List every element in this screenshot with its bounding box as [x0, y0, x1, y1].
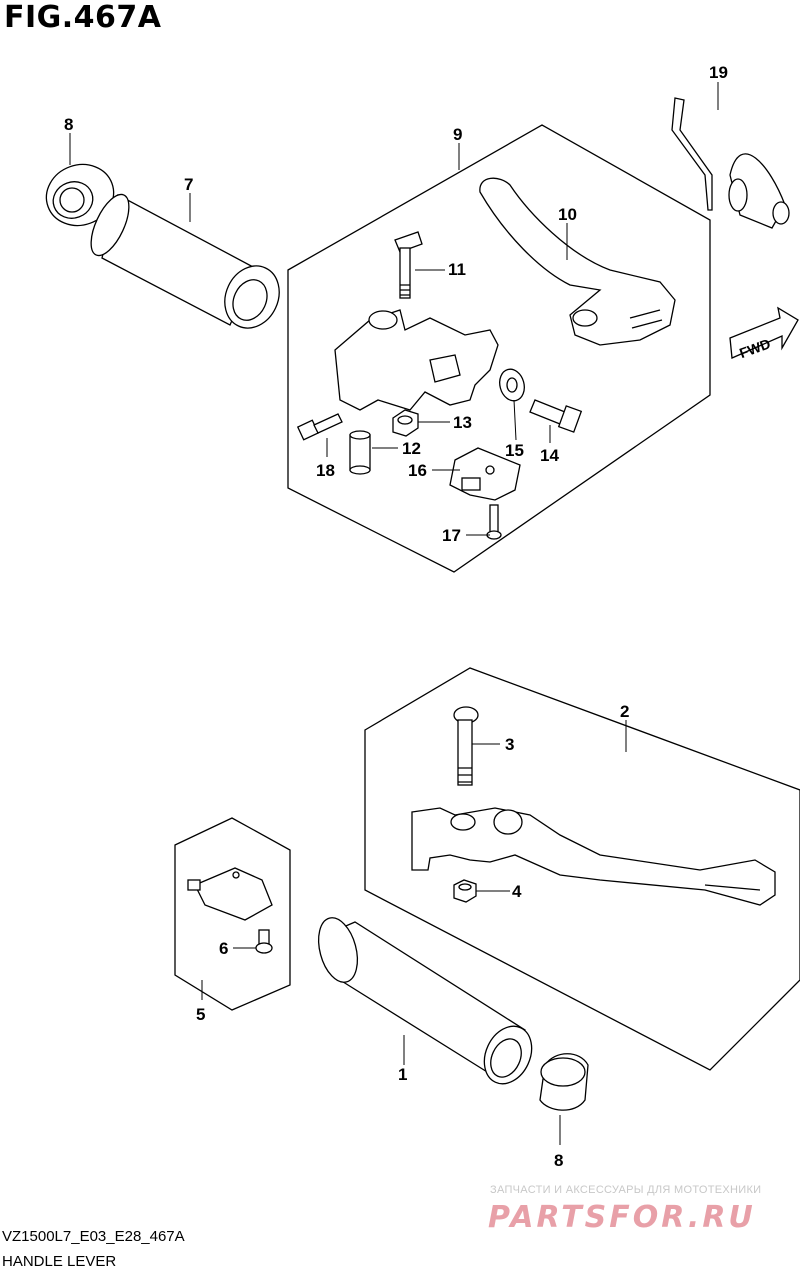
figure-name: HANDLE LEVER	[2, 1253, 117, 1270]
callout-15: 15	[505, 441, 524, 460]
part-1-grip	[317, 917, 533, 1085]
part-17-screw	[486, 504, 502, 540]
part-6-screw	[255, 929, 273, 954]
part-3-bolt	[453, 706, 479, 786]
callout-9: 9	[453, 125, 462, 144]
part-16-switch	[449, 447, 521, 501]
watermark-brand: PARTSFOR.RU	[488, 1200, 756, 1235]
part-8-cap-top	[45, 163, 115, 227]
part-7-grip	[90, 193, 280, 329]
part-5-switch	[187, 867, 273, 921]
callout-11: 11	[448, 260, 466, 279]
callout-2: 2	[620, 702, 629, 721]
part-11-bolt	[394, 231, 423, 299]
assembly-5-outline	[174, 817, 291, 1011]
watermark-logo: PARTSFOR.RU	[488, 1200, 756, 1235]
part-2-lever	[411, 807, 776, 906]
part-8-cap-bottom	[539, 1053, 589, 1111]
part-19-boot	[671, 97, 790, 229]
callout-3: 3	[505, 735, 514, 754]
callout-18: 18	[316, 461, 335, 480]
callout-8-bottom: 8	[554, 1151, 563, 1170]
callout-4: 4	[512, 882, 522, 901]
callout-19: 19	[709, 63, 728, 82]
callout-5: 5	[196, 1005, 205, 1024]
figure-title: FIG.467A	[4, 0, 162, 35]
callout-8-top: 8	[64, 115, 73, 134]
part-18-screw	[296, 413, 343, 441]
part-4-nut	[453, 879, 477, 903]
callout-10: 10	[558, 205, 577, 224]
part-10-lever	[479, 177, 676, 346]
part-13-nut	[392, 409, 419, 437]
callout-12: 12	[402, 439, 421, 458]
model-code: VZ1500L7_E03_E28_467A	[2, 1228, 185, 1245]
assembly-9-outline	[287, 124, 711, 573]
part-15-washer	[499, 368, 525, 402]
part-12-spacer	[349, 430, 371, 475]
callout-13: 13	[453, 413, 472, 432]
assembly-2-outline	[364, 667, 800, 1071]
leader-lines	[69, 82, 719, 1145]
callout-1: 1	[398, 1065, 407, 1084]
part-14-adjuster	[529, 399, 583, 433]
callout-17: 17	[442, 526, 461, 545]
part-9-bracket	[334, 309, 499, 411]
callout-14: 14	[540, 446, 559, 465]
callout-16: 16	[408, 461, 427, 480]
fwd-arrow-icon	[729, 306, 799, 359]
callout-7: 7	[184, 175, 193, 194]
callout-6: 6	[219, 939, 228, 958]
watermark-tagline: ЗАПЧАСТИ И АКСЕССУАРЫ ДЛЯ МОТОТЕХНИКИ	[490, 1184, 762, 1196]
